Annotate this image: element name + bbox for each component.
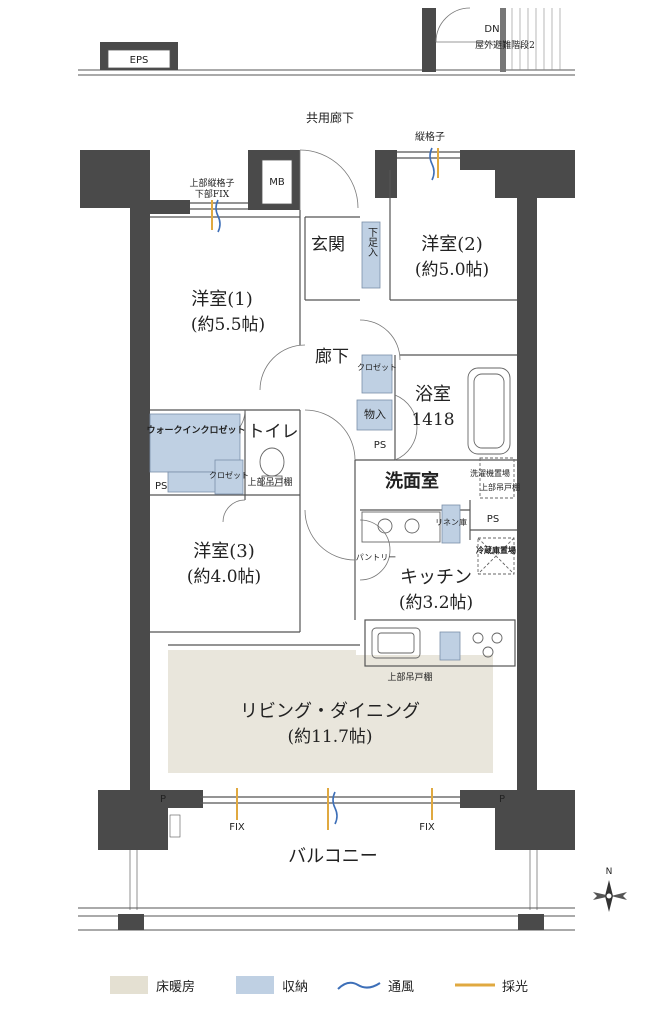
shoe-box-label: 下足入	[366, 227, 378, 257]
room1-size: (約5.5帖)	[191, 315, 265, 335]
upper-cabinet-label-wash: 上部吊戸棚	[480, 482, 520, 492]
balcony-structure	[78, 850, 575, 931]
legend-swatch-ventilation	[337, 981, 381, 990]
legend-label-ventilation: 通風	[388, 980, 414, 995]
daylight-markers	[211, 148, 439, 830]
kitchen-sink	[371, 627, 421, 659]
p-label-left: P	[160, 794, 166, 805]
fridge-space	[477, 537, 515, 575]
pantry-label: パントリー	[356, 553, 396, 562]
washer-label: 洗濯機置場	[470, 468, 510, 478]
bath-size: 1418	[411, 410, 454, 430]
north-compass-icon: N	[593, 867, 627, 912]
fix-label-right: FIX	[419, 822, 435, 833]
genkan-label: 玄関	[311, 235, 345, 255]
stove-burner	[472, 632, 484, 644]
washroom-label: 洗面室	[385, 470, 439, 492]
bath-name: 浴室	[415, 384, 451, 405]
top-section: EPS DN 屋外避難階段2	[78, 7, 575, 76]
ventilation-mark-room1	[215, 199, 221, 233]
ventilation-mark-living	[332, 791, 338, 825]
dn-label: DN	[484, 24, 499, 35]
toilet-bowl	[259, 447, 285, 477]
stair-wall	[422, 8, 436, 72]
storage-areas	[149, 221, 461, 661]
wall-bottom-right	[495, 790, 575, 850]
room3-size: (約4.0帖)	[187, 567, 261, 587]
kitchen-size: (約3.2帖)	[399, 593, 473, 613]
room3-name: 洋室(3)	[193, 541, 255, 562]
upper-cabinet-label-toilet: 上部吊戸棚	[247, 476, 292, 488]
ventilation-markers	[215, 147, 435, 825]
mb-label: MB	[269, 177, 285, 188]
floor-heating-area	[168, 655, 493, 773]
legend-label-floor-heating: 床暖房	[156, 979, 195, 995]
ventilation-mark-room2	[429, 147, 435, 181]
ps-label-bath: PS	[374, 440, 386, 451]
linen-label: リネン庫	[435, 517, 467, 527]
washer-space	[479, 457, 515, 499]
eps-label: EPS	[130, 55, 149, 66]
linen-storage	[441, 504, 461, 544]
storage-box	[356, 399, 393, 431]
upper-cabinet-label-kitchen: 上部吊戸棚	[387, 671, 432, 683]
wic-label: ウォークインクロゼット	[146, 424, 245, 436]
room-labels: 上部縦格子 下部FIX 縦格子 玄関 下足入 洋室(2) (約5.0帖) 洋室(…	[146, 130, 520, 867]
fix-lower-label: 下部FIX	[195, 188, 230, 200]
closet-label: クロゼット	[357, 362, 397, 372]
legend-label-storage: 収納	[282, 980, 308, 995]
bathtub	[467, 367, 511, 455]
balcony-label: バルコニー	[288, 846, 378, 867]
stairs-label: 屋外避難階段2	[475, 39, 535, 51]
room2-size: (約5.0帖)	[415, 260, 489, 280]
north-label: N	[606, 867, 613, 877]
ps-label-wash: PS	[487, 514, 499, 525]
fix-label-left: FIX	[229, 822, 245, 833]
wall-top-left	[80, 150, 150, 208]
exterior-walls: MB	[80, 150, 575, 850]
corridor-label: 共用廊下	[306, 110, 354, 125]
kitchen-name: キッチン	[400, 567, 472, 588]
ldk-size: (約11.7帖)	[287, 727, 372, 747]
wall-top-right	[495, 150, 575, 198]
hallway-label: 廊下	[315, 347, 349, 367]
p-label-right: P	[499, 794, 505, 805]
grille-top-label: 縦格子	[415, 130, 445, 143]
shoe-box	[361, 221, 381, 289]
room2-name: 洋室(2)	[421, 234, 483, 255]
legend: 床暖房 収納 通風 採光	[110, 976, 528, 995]
grille-upper-label: 上部縦格子	[189, 177, 234, 189]
toilet-label: トイレ	[248, 422, 299, 442]
interior-walls	[150, 151, 517, 804]
closet-hallway	[361, 354, 393, 394]
legend-swatch-floor-heating	[110, 976, 148, 994]
kitchen-storage	[439, 631, 461, 661]
closet-room3	[214, 459, 244, 495]
legend-swatch-storage	[236, 976, 274, 994]
fridge-label: 冷蔵庫置場	[476, 545, 516, 555]
ldk-name: リビング・ダイニング	[240, 701, 420, 722]
storage-label: 物入	[364, 407, 386, 421]
closet-label-room3: クロゼット	[209, 470, 249, 480]
door-swings	[214, 149, 418, 581]
room1-name: 洋室(1)	[191, 289, 253, 310]
legend-label-daylight: 採光	[502, 980, 528, 995]
fixtures	[259, 367, 515, 659]
ps-label-wic: PS	[155, 481, 167, 492]
